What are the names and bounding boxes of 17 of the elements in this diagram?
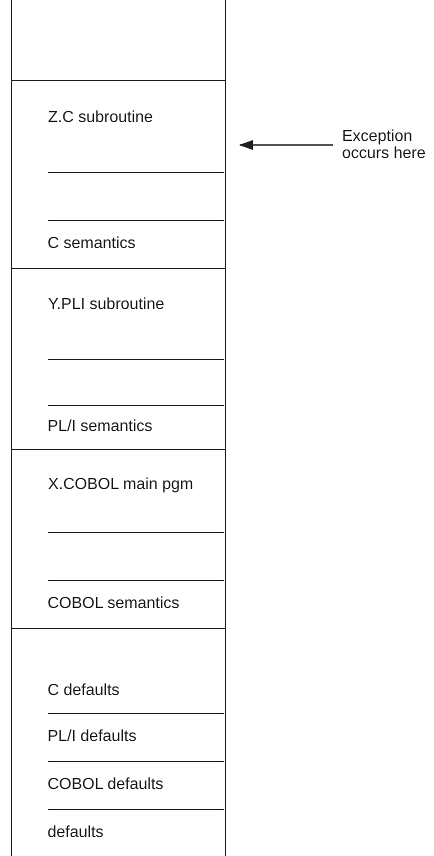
stack-frame xyxy=(11,0,226,80)
stack-entry: C semantics xyxy=(48,220,224,268)
stack-entry: C defaults xyxy=(48,670,224,712)
stack-frame xyxy=(11,80,226,268)
stack-entry: PL/I defaults xyxy=(48,712,224,760)
stack-frame xyxy=(11,628,226,856)
stack-entry: COBOL defaults xyxy=(48,760,224,808)
arrow xyxy=(239,140,333,150)
frame-label: X.COBOL main pgm xyxy=(48,476,194,494)
stack-entry: COBOL semantics xyxy=(48,580,224,628)
annotation-text: Exception occurs here xyxy=(342,128,427,162)
stack-entry: defaults xyxy=(48,808,224,856)
stack-frame xyxy=(11,449,226,628)
stack-frame xyxy=(11,268,226,449)
stack-entry: PL/I semantics xyxy=(48,404,224,448)
frame-label: Y.PLI subroutine xyxy=(48,296,164,314)
frame-label: Z.C subroutine xyxy=(48,109,153,127)
